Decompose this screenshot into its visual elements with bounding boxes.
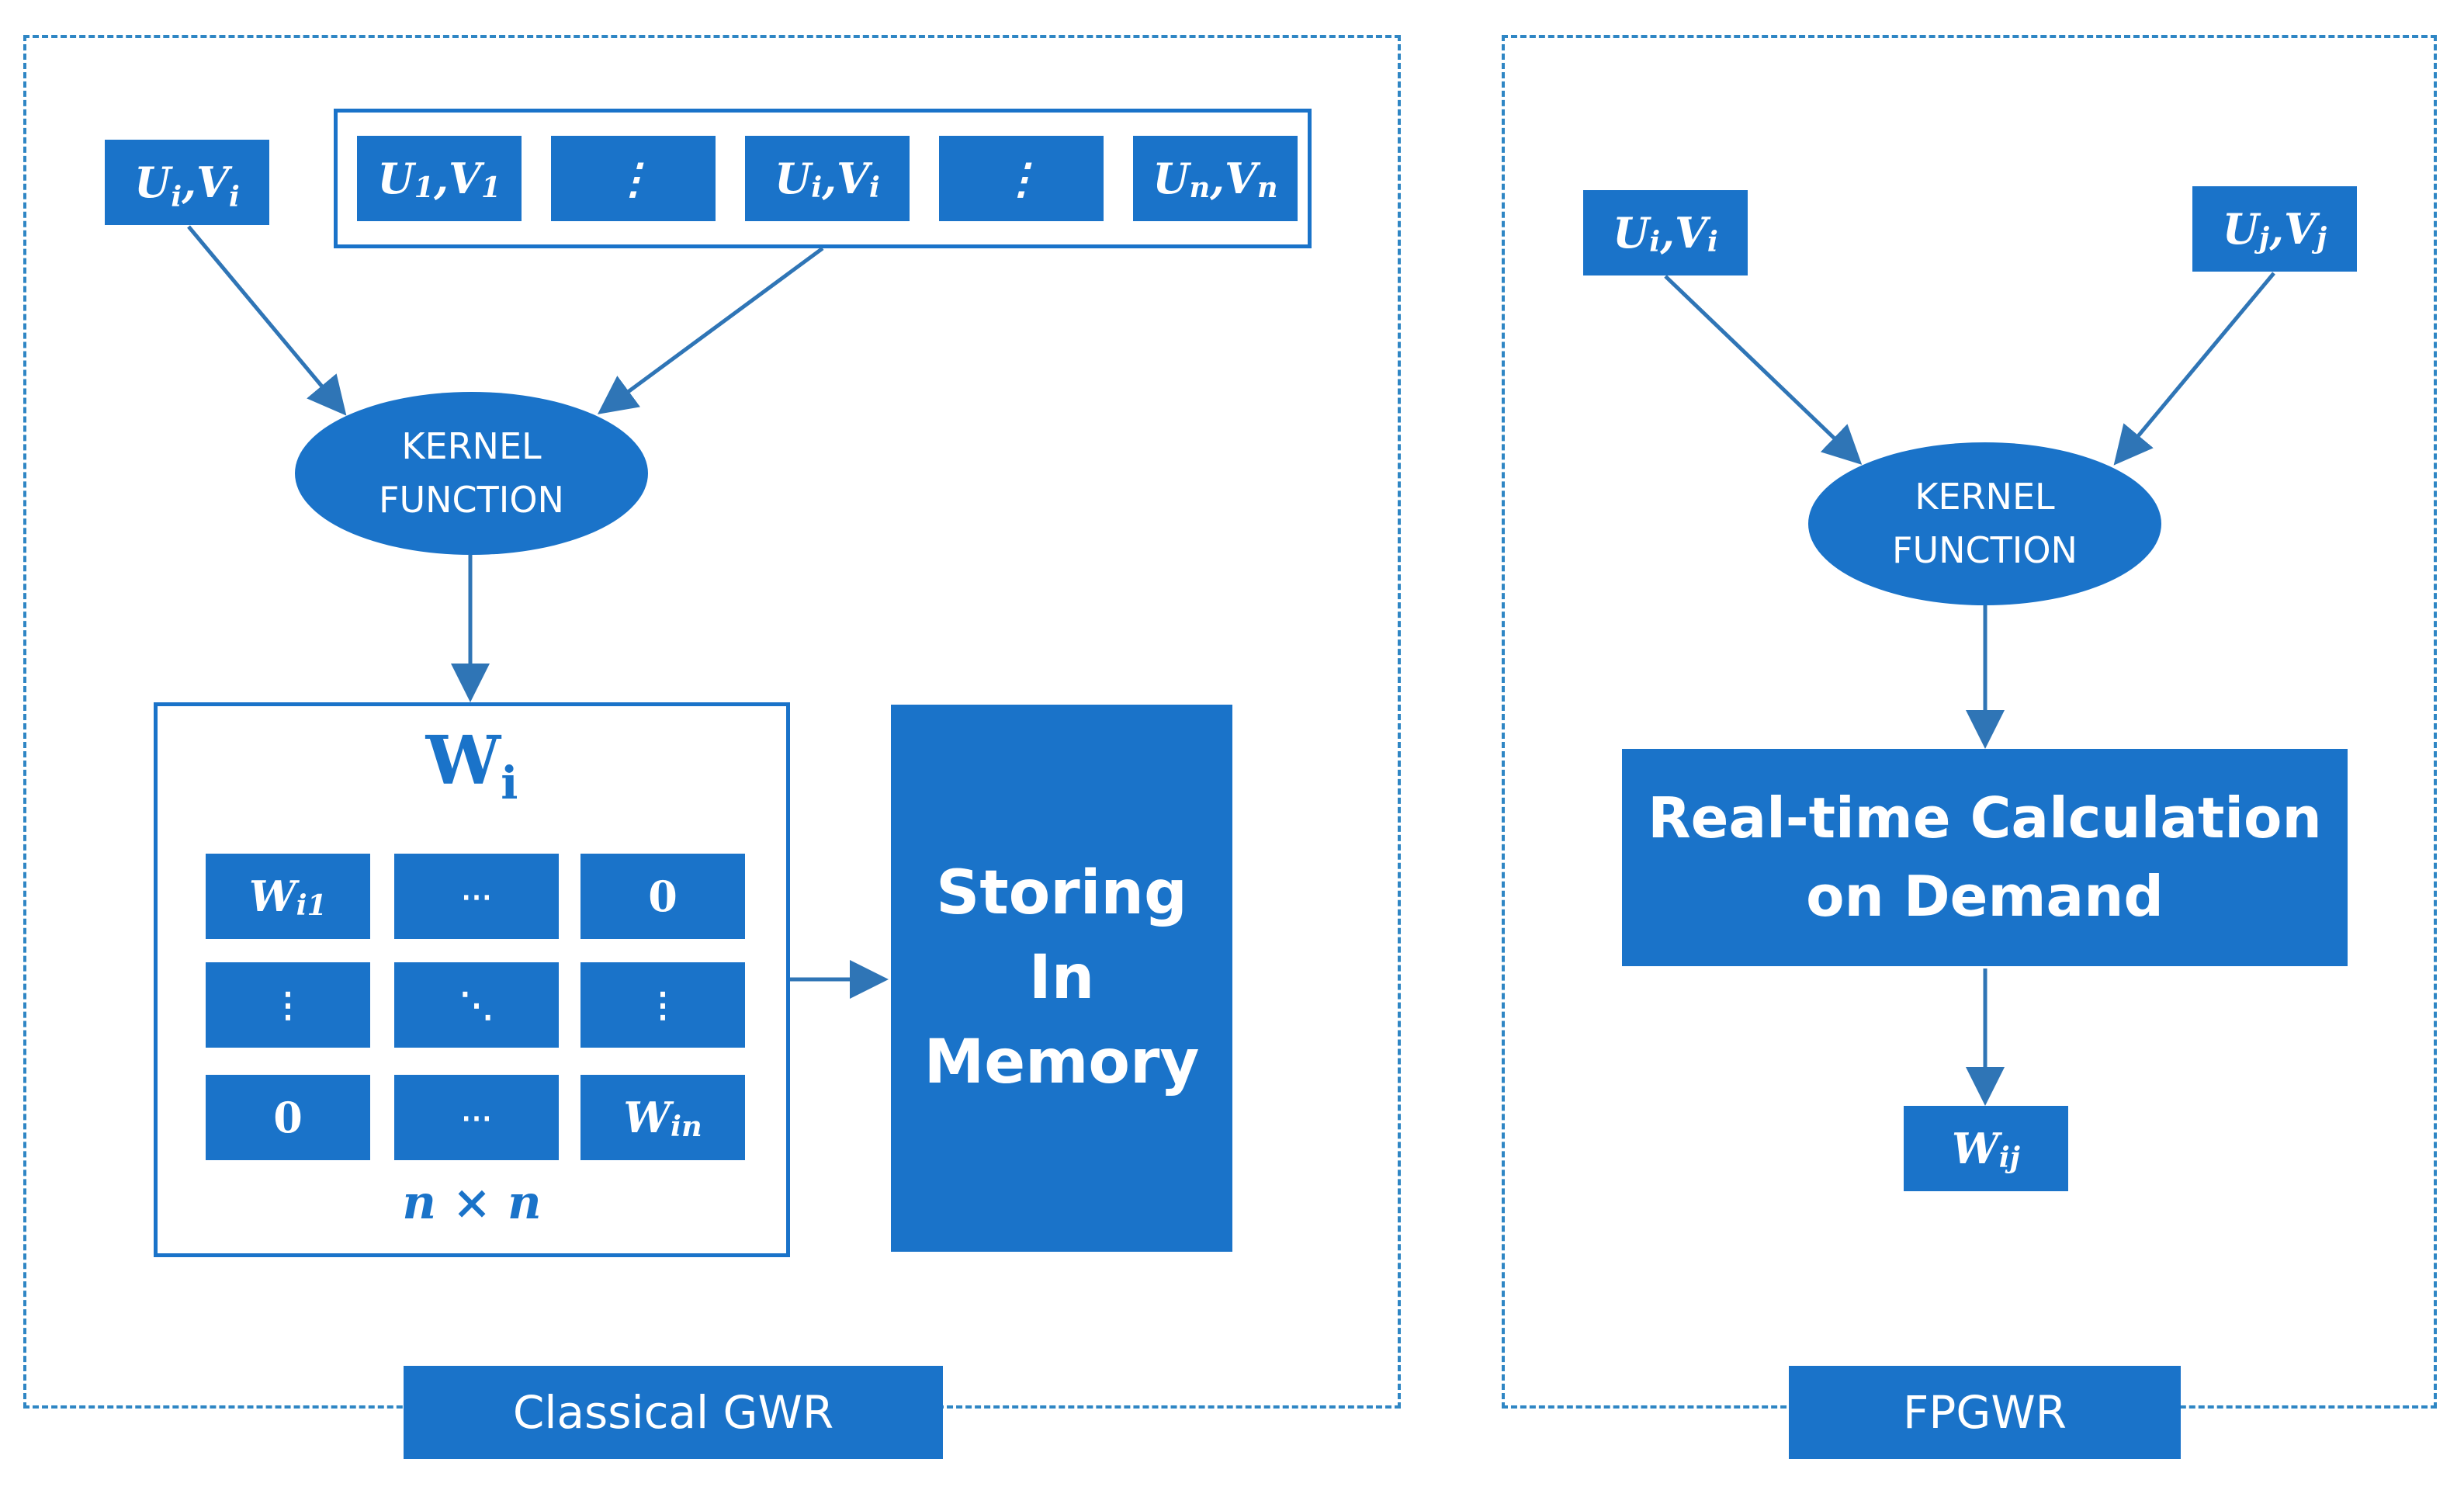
matrix-cell-r3c1: 0 [206, 1075, 370, 1160]
classical-gwr-label: Classical GWR [404, 1366, 943, 1459]
realtime-calculation-box: Real-time Calculation on Demand [1622, 749, 2348, 966]
arrow-input-to-kernel [187, 225, 347, 416]
matrix-size-label: n × n [402, 1176, 542, 1230]
classical-input-node: Ui,Vi [105, 140, 269, 225]
fpgwr-label: FPGWR [1789, 1366, 2181, 1459]
matrix-cell-r2c1: ⋮ [206, 962, 370, 1048]
arrow-locations-to-kernel [597, 246, 824, 414]
classical-kernel-function: KERNEL FUNCTION [295, 392, 648, 555]
location-node-ellipsis-2: ⋮ [939, 136, 1104, 221]
matrix-cell-r3c2: ⋯ [394, 1075, 559, 1160]
location-list-group [334, 109, 1312, 248]
matrix-cell-r2c3: ⋮ [580, 962, 745, 1048]
matrix-cell-r1c2: ⋯ [394, 854, 559, 939]
weight-matrix-group [154, 702, 790, 1257]
location-node-ellipsis-1: ⋮ [551, 136, 716, 221]
storing-in-memory-box: Storing In Memory [891, 705, 1232, 1252]
classical-input-u: Ui [134, 158, 182, 213]
arrow-fpgwr-right-to-kernel [2113, 272, 2275, 466]
matrix-cell-r2c2: ⋱ [394, 962, 559, 1048]
matrix-cell-r1c3: 0 [580, 854, 745, 939]
fpgwr-kernel-function: KERNEL FUNCTION [1808, 442, 2161, 605]
matrix-title: Wi [425, 722, 518, 809]
arrow-fpgwr-left-to-kernel [1664, 275, 1863, 465]
classical-input-v: Vi [196, 158, 240, 213]
